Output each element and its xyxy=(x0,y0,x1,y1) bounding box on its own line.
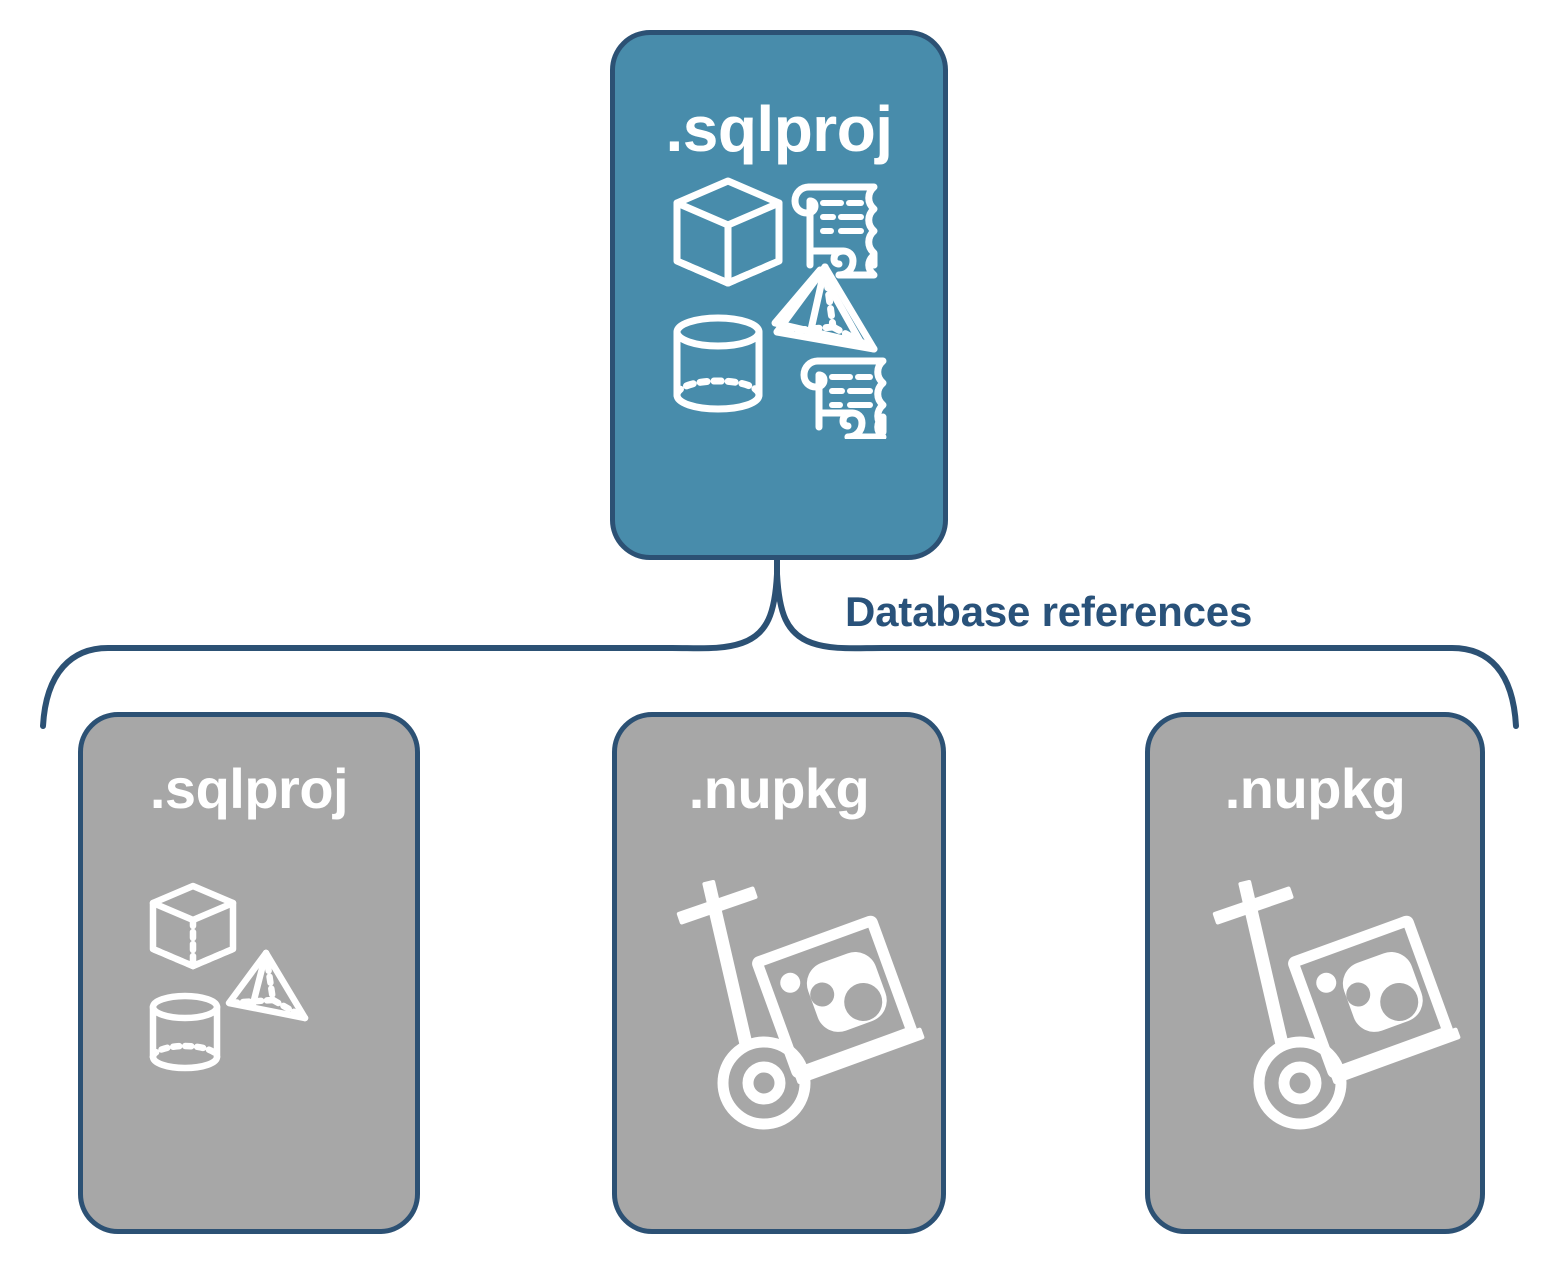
scroll-icon-bottom-lines xyxy=(829,374,873,408)
scroll-icon-top-lines xyxy=(820,200,864,234)
cylinder-icon xyxy=(149,992,221,1072)
brace-left-arm xyxy=(40,571,780,729)
cube-icon xyxy=(149,882,237,970)
node-child-0-label: .sqlproj xyxy=(149,757,349,820)
scroll-icon-bottom xyxy=(800,357,887,439)
node-top-sqlproj[interactable]: .sqlproj xyxy=(610,30,948,560)
cylinder-icon xyxy=(673,314,763,413)
child-1-icon-group xyxy=(676,880,925,1130)
top-node-icon-group xyxy=(673,177,887,439)
pyramid-icon xyxy=(225,949,309,1022)
child-0-icon-group xyxy=(149,882,309,1072)
cube-icon xyxy=(673,177,783,287)
node-child-nupkg-1[interactable]: .nupkg xyxy=(612,712,946,1234)
nuget-hand-truck-icon xyxy=(1212,880,1461,1130)
nuget-hand-truck-icon xyxy=(676,880,925,1130)
node-child-sqlproj[interactable]: .sqlproj xyxy=(78,712,420,1234)
node-top-label: .sqlproj xyxy=(665,93,893,165)
node-child-nupkg-2[interactable]: .nupkg xyxy=(1145,712,1485,1234)
pyramid-icon-main xyxy=(773,263,878,353)
pyramid-icon xyxy=(771,266,865,347)
node-child-2-label: .nupkg xyxy=(1224,757,1406,820)
database-references-label: Database references xyxy=(845,588,1253,635)
scroll-icon-top xyxy=(791,183,878,279)
node-child-1-label: .nupkg xyxy=(688,757,870,820)
child-2-icon-group xyxy=(1212,880,1461,1130)
